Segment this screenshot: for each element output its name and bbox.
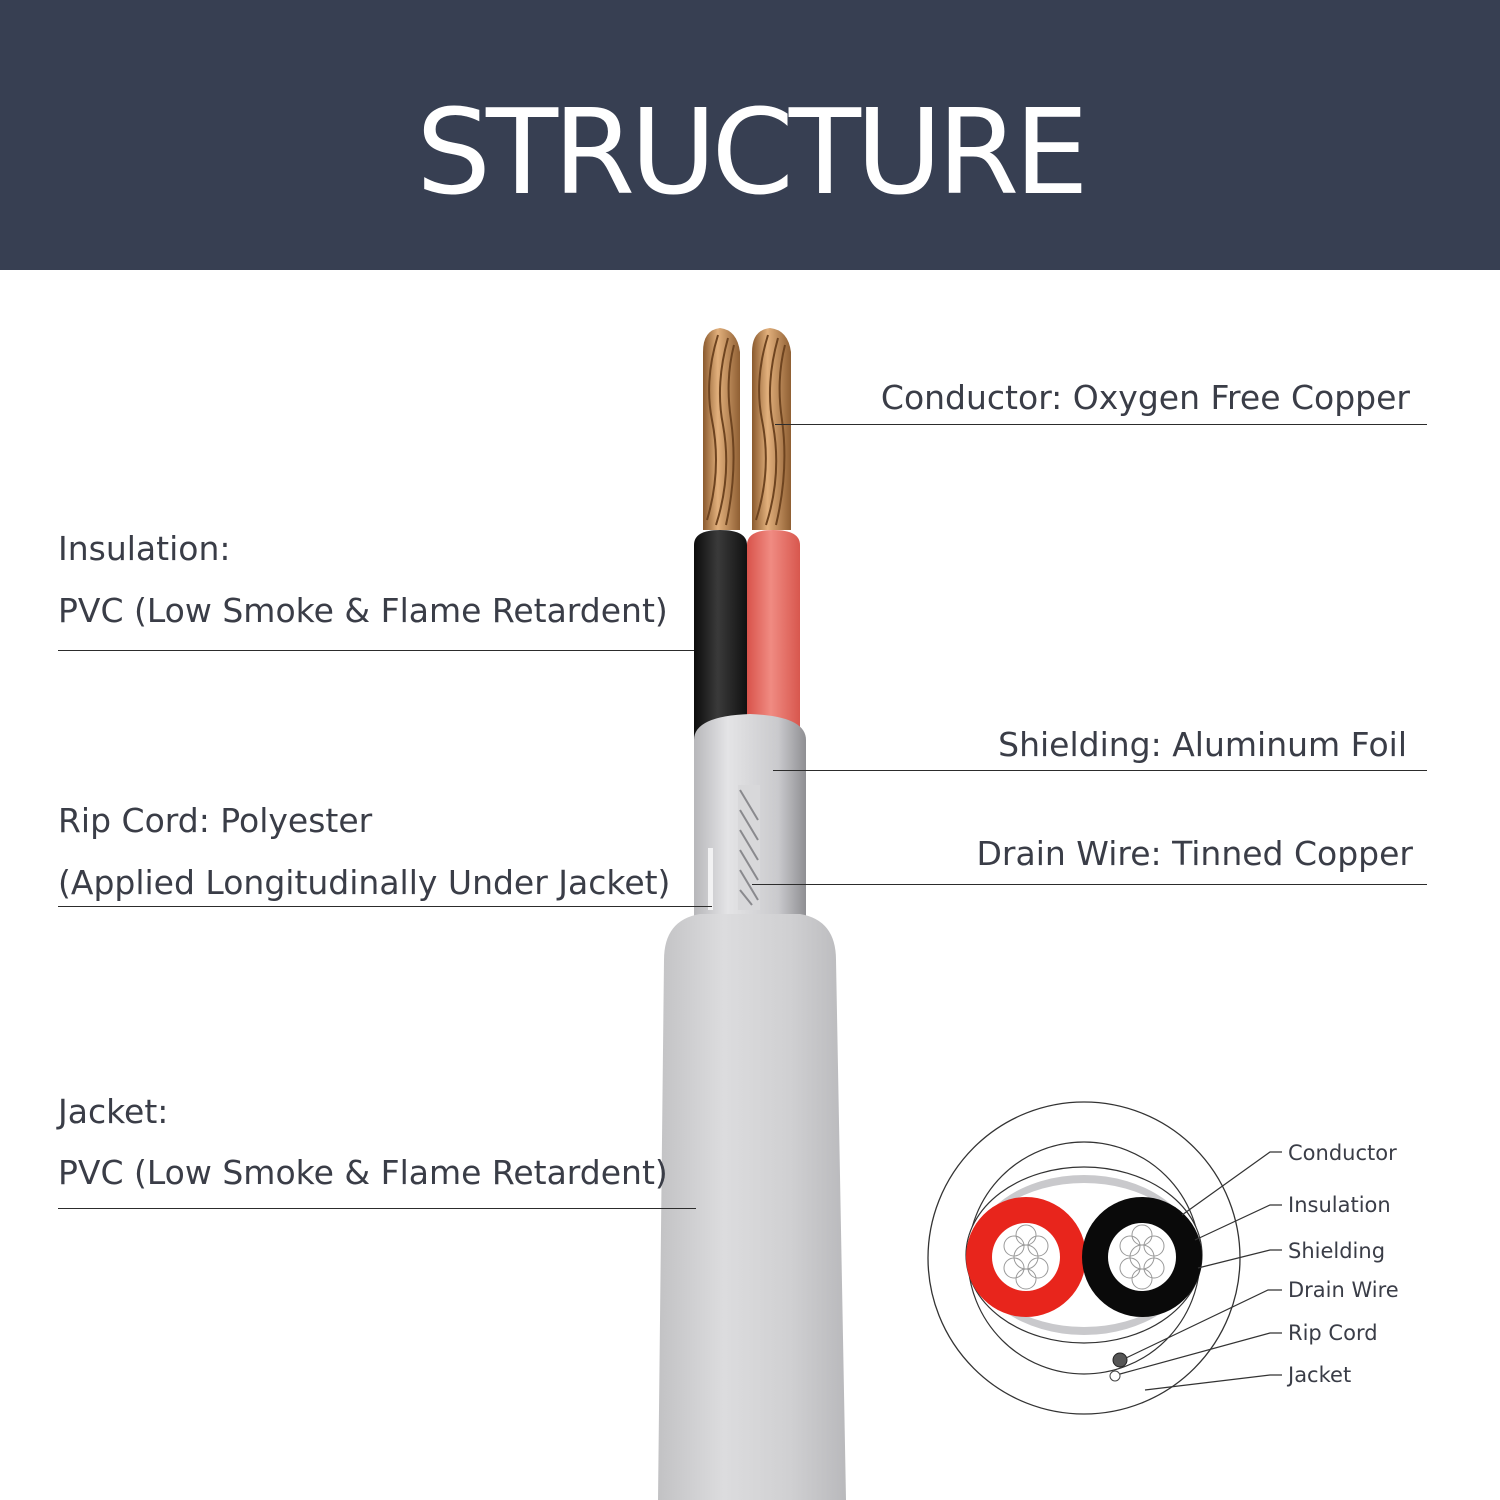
insulation-callout-material: PVC (Low Smoke & Flame Retardent) bbox=[58, 591, 668, 630]
conductor-callout: Conductor: Oxygen Free Copper bbox=[880, 378, 1410, 417]
jacket bbox=[658, 914, 846, 1500]
drain-wire bbox=[738, 785, 760, 910]
rip-cord-callout-title: Rip Cord: Polyester bbox=[58, 801, 373, 840]
copper-strand-right bbox=[752, 328, 791, 530]
rip-cord-leader bbox=[58, 906, 712, 907]
red-insulation bbox=[747, 530, 800, 760]
black-insulation bbox=[694, 530, 747, 760]
shielding-callout: Shielding: Aluminum Foil bbox=[998, 725, 1407, 764]
conductor-leader bbox=[775, 424, 1427, 425]
rip-cord-callout-note: (Applied Longitudinally Under Jacket) bbox=[58, 863, 671, 902]
drain-wire-callout: Drain Wire: Tinned Copper bbox=[976, 834, 1413, 873]
cross-section-label-insulation: Insulation bbox=[1288, 1193, 1391, 1217]
cross-section-label-drain-wire: Drain Wire bbox=[1288, 1278, 1399, 1302]
header-banner bbox=[0, 0, 1500, 270]
insulation-leader bbox=[58, 650, 694, 651]
cross-section-label-jacket: Jacket bbox=[1288, 1363, 1352, 1387]
copper-strand-left bbox=[703, 328, 740, 530]
page-title: STRUCTURE bbox=[416, 83, 1089, 221]
jacket-leader bbox=[58, 1208, 696, 1209]
insulation-callout-title: Insulation: bbox=[58, 529, 231, 568]
jacket-callout-title: Jacket: bbox=[58, 1092, 169, 1131]
cross-section-label-rip-cord: Rip Cord bbox=[1288, 1321, 1378, 1345]
rip-cord bbox=[708, 848, 713, 910]
drain-wire-leader bbox=[752, 884, 1427, 885]
cross-section-label-conductor: Conductor bbox=[1288, 1141, 1397, 1165]
cross-section-diagram bbox=[927, 1101, 1282, 1415]
jacket-callout-material: PVC (Low Smoke & Flame Retardent) bbox=[58, 1153, 668, 1192]
cross-section-label-shielding: Shielding bbox=[1288, 1239, 1386, 1263]
shielding-leader bbox=[773, 770, 1427, 771]
